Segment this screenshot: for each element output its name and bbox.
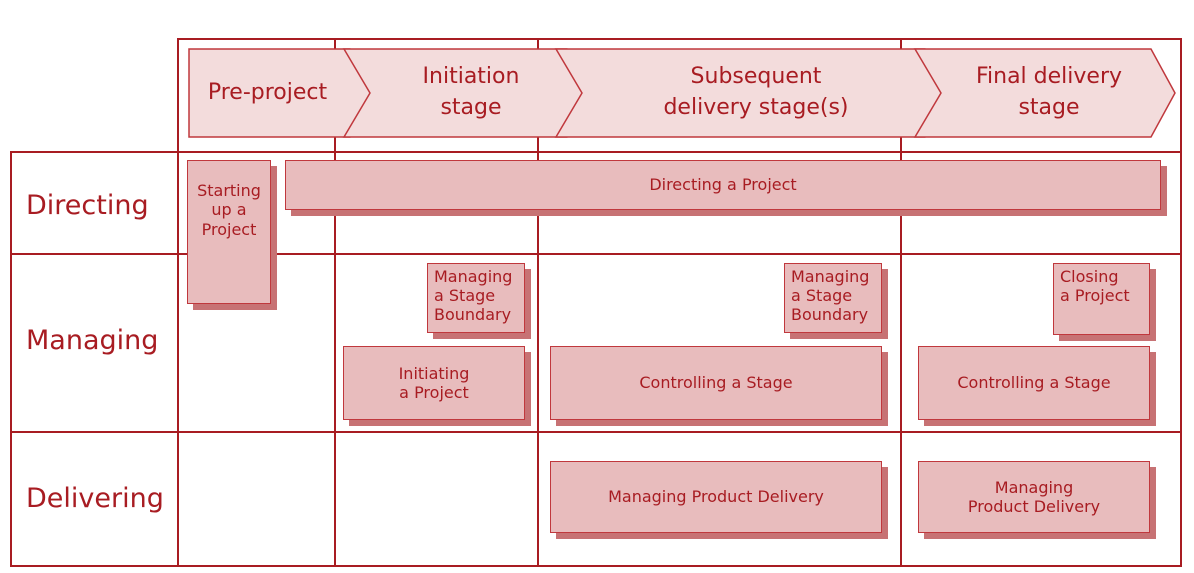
phase-label-initiation: Initiation stage bbox=[422, 64, 520, 120]
process-controlling-a-stage-subsequent: Controlling a Stage bbox=[550, 346, 882, 420]
phase-label-pre-project: Pre-project bbox=[207, 79, 328, 105]
phase-label-subsequent: Subsequent delivery stage(s) bbox=[663, 64, 849, 120]
grid-line bbox=[900, 38, 902, 567]
process-managing-product-delivery-subsequent: Managing Product Delivery bbox=[550, 461, 882, 533]
grid-line bbox=[537, 38, 539, 567]
grid-line bbox=[10, 151, 1181, 153]
grid-line bbox=[10, 565, 1181, 567]
process-managing-stage-boundary-subsequent: Managing a Stage Boundary bbox=[784, 263, 882, 333]
grid-line bbox=[334, 38, 336, 567]
process-starting-up-a-project: Starting up a Project bbox=[187, 160, 271, 304]
phase-label-final: Final delivery stage bbox=[975, 64, 1123, 120]
grid-line bbox=[1180, 38, 1182, 567]
process-initiating-a-project: Initiating a Project bbox=[343, 346, 525, 420]
grid-line bbox=[177, 38, 179, 567]
row-label-managing: Managing bbox=[26, 325, 159, 356]
phase-arrow-final bbox=[913, 48, 1176, 138]
row-label-directing: Directing bbox=[26, 190, 149, 221]
grid-line bbox=[10, 431, 1181, 433]
grid-line bbox=[10, 253, 1181, 255]
process-managing-stage-boundary-initiation: Managing a Stage Boundary bbox=[427, 263, 525, 333]
process-closing-a-project: Closing a Project bbox=[1053, 263, 1150, 335]
process-managing-product-delivery-final: Managing Product Delivery bbox=[918, 461, 1150, 533]
grid-line bbox=[177, 38, 1181, 40]
grid-line bbox=[10, 151, 12, 567]
process-directing-a-project: Directing a Project bbox=[285, 160, 1161, 210]
process-controlling-a-stage-final: Controlling a Stage bbox=[918, 346, 1150, 420]
row-label-delivering: Delivering bbox=[26, 483, 164, 514]
